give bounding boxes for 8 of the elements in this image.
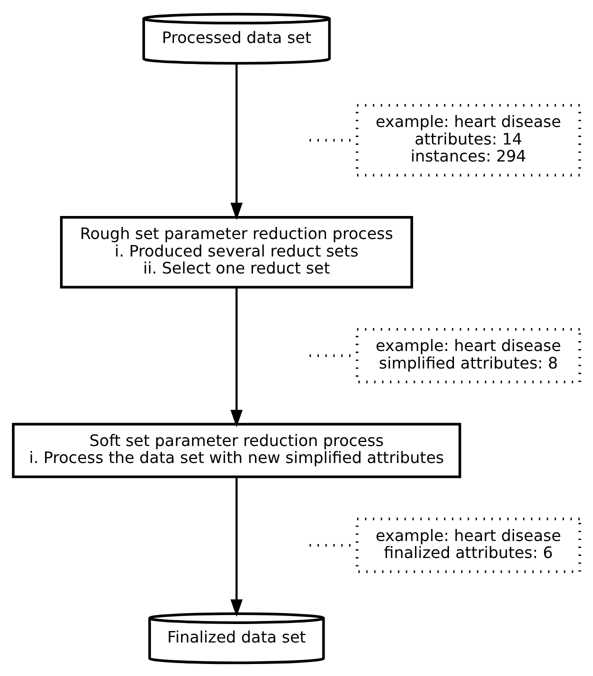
- arrow: [230, 286, 243, 427]
- node-box: Rough set parameter reduction process i. Produced several reduct sets ii. Select one reduct set: [60, 216, 414, 288]
- node-box: example: heart disease simplified attributes: 8: [356, 327, 582, 383]
- arrow: [230, 476, 243, 616]
- node-box: example: heart disease attributes: 14 instances: 294: [356, 104, 582, 176]
- node-box: example: heart disease finalized attributes: 6: [356, 517, 582, 572]
- node-box: Soft set parameter reduction process i. Process the data set with new simplified attributes: [12, 422, 462, 478]
- arrow: [230, 62, 243, 220]
